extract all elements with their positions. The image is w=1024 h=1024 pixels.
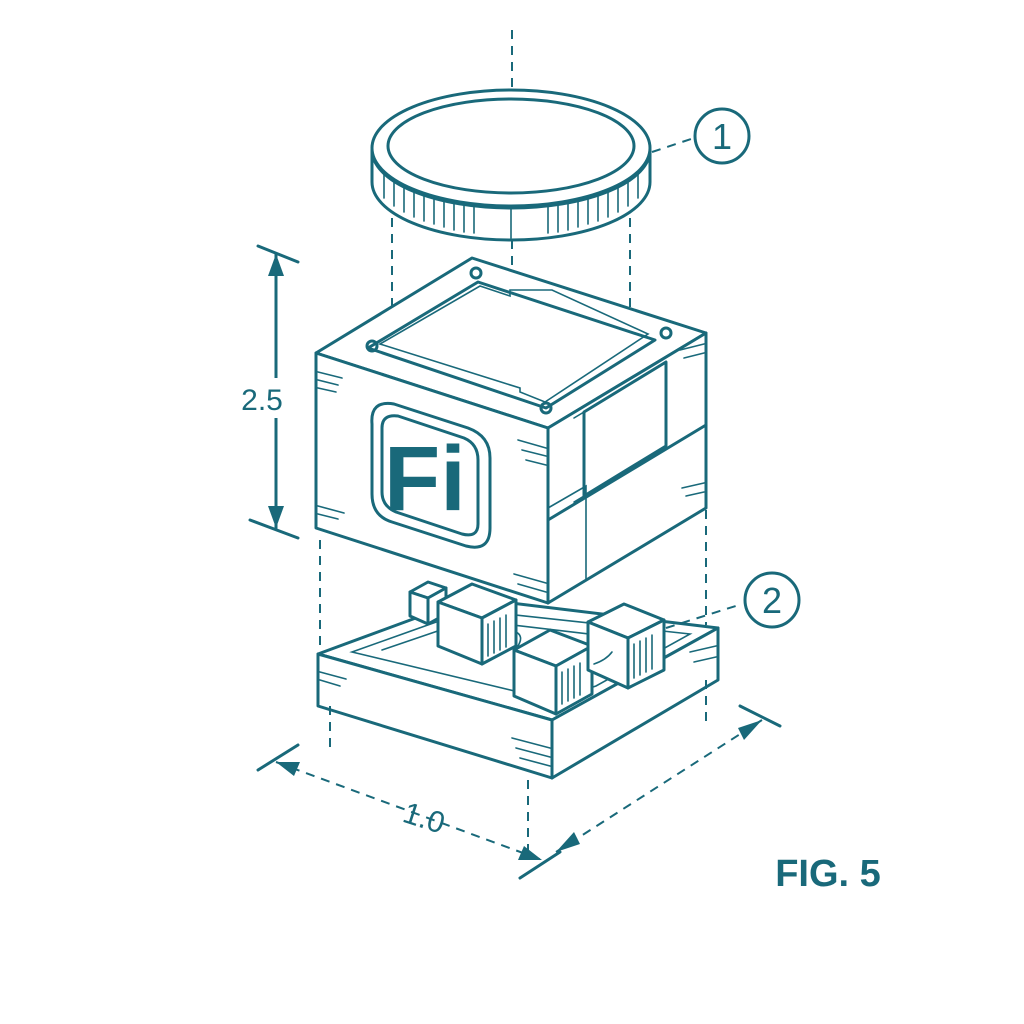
housing-box: Fi [314, 256, 708, 605]
component-cube [586, 602, 666, 690]
cube-components [408, 580, 666, 716]
height-dimension-value: 2.5 [241, 384, 283, 417]
component-cube [512, 628, 594, 716]
callout-1-number: 1 [712, 116, 732, 157]
figure-label: FIG. 5 [775, 853, 881, 895]
callout-1: 1 [651, 107, 751, 165]
fi-logo-text: Fi [384, 428, 466, 530]
fi-logo: Fi [370, 401, 492, 549]
edge-hatching [317, 343, 705, 593]
coin-ridges [383, 171, 639, 239]
height-dimension: 2.5 [232, 244, 300, 540]
base-hatching [319, 645, 717, 767]
coin-lid [370, 88, 652, 242]
connector-cube [408, 580, 448, 626]
width-dimension-value: 1.0 [399, 796, 449, 840]
depth-dimension [555, 704, 782, 853]
callout-2: 2 [665, 571, 801, 629]
component-cube [436, 582, 518, 666]
callout-2-number: 2 [762, 580, 782, 621]
